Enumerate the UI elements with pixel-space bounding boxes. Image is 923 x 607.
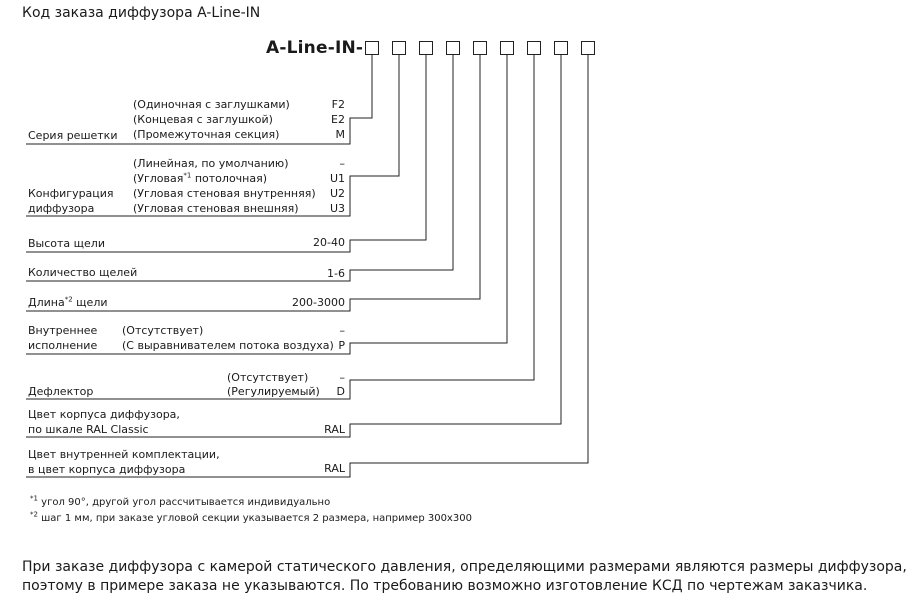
- code-box-7: [527, 41, 541, 55]
- connector-1: [26, 55, 373, 145]
- configuration-option-text: (Угловая*1 потолочная): [133, 171, 268, 185]
- configuration-option-code: –: [339, 157, 346, 170]
- deflector-option-code: D: [336, 385, 345, 398]
- internal-design-option-text: (Отсутствует): [122, 324, 204, 337]
- internal-design-option-text: (С выравнивателем потока воздуха): [122, 339, 334, 352]
- page-title: Код заказа диффузора A-Line-IN: [22, 5, 261, 21]
- order-code-prefix: A-Line-IN-: [266, 38, 364, 58]
- deflector-option-code: –: [339, 371, 346, 384]
- footnote-2: *2 шаг 1 мм, при заказе угловой секции у…: [30, 510, 472, 524]
- connector-8: [26, 55, 562, 438]
- row-inner-color-label: Цвет внутренней комплектации,: [28, 448, 220, 461]
- configuration-option-code: U3: [329, 202, 345, 215]
- connector-5: [26, 55, 481, 312]
- slot-length-code: 200-3000: [292, 296, 345, 309]
- inner-color-code: RAL: [324, 462, 345, 475]
- internal-design-option-code: –: [339, 324, 346, 337]
- body-color-code: RAL: [324, 423, 345, 436]
- configuration-option-text: (Линейная, по умолчанию): [133, 157, 289, 170]
- row-deflector-label: Дефлектор: [28, 385, 94, 398]
- code-box-5: [473, 41, 487, 55]
- row-slot-length-label: Длина*2 щели: [28, 295, 108, 309]
- code-box-8: [554, 41, 568, 55]
- row-internal-design-label: Внутреннее: [28, 324, 98, 337]
- row-slot-height-label: Высота щели: [28, 237, 105, 250]
- connector-9: [26, 55, 589, 478]
- code-box-4: [446, 41, 460, 55]
- connector-7: [26, 55, 535, 400]
- row-inner-color-label: в цвет корпуса диффузора: [28, 463, 186, 476]
- connector-6: [26, 55, 508, 355]
- slot-height-code: 20-40: [313, 236, 345, 249]
- row-series-label: Серия решетки: [28, 129, 118, 142]
- code-box-9: [581, 41, 595, 55]
- series-option-text: (Одиночная с заглушками): [133, 98, 290, 111]
- code-box-2: [392, 41, 406, 55]
- code-box-6: [500, 41, 514, 55]
- configuration-option-text: (Угловая стеновая внутренняя): [133, 187, 316, 200]
- internal-design-option-code: P: [338, 339, 345, 352]
- series-option-code: F2: [331, 98, 345, 111]
- row-configuration-label: Конфигурация: [28, 187, 114, 200]
- bottom-note: При заказе диффузора с камерой статическ…: [22, 559, 907, 594]
- configuration-option-text: (Угловая стеновая внешняя): [133, 202, 299, 215]
- row-internal-design-label: исполнение: [28, 339, 98, 352]
- code-box-3: [419, 41, 433, 55]
- row-slot-count-label: Количество щелей: [28, 266, 138, 279]
- code-box-1: [365, 41, 379, 55]
- footnote-mark: *1: [183, 171, 192, 180]
- connector-3: [26, 55, 427, 253]
- series-option-text: (Промежуточная секция): [133, 128, 280, 141]
- footnote-1: *1 угол 90°, другой угол рассчитывается …: [30, 494, 331, 508]
- row-body-color-label: Цвет корпуса диффузора,: [28, 408, 180, 421]
- series-option-code: M: [335, 128, 346, 141]
- slot-count-code: 1-6: [327, 267, 345, 280]
- series-option-text: (Концевая с заглушкой): [133, 113, 273, 126]
- row-body-color-label: по шкале RAL Classic: [28, 423, 149, 436]
- connector-2: [26, 55, 400, 217]
- footnote-mark: *2: [64, 295, 73, 304]
- deflector-option-text: (Отсутствует): [227, 371, 309, 384]
- series-option-code: E2: [331, 113, 345, 126]
- connector-4: [26, 55, 454, 282]
- row-configuration-label: диффузора: [28, 202, 95, 215]
- configuration-option-code: U1: [329, 172, 345, 185]
- deflector-option-text: (Регулируемый): [227, 385, 320, 398]
- configuration-option-code: U2: [329, 187, 345, 200]
